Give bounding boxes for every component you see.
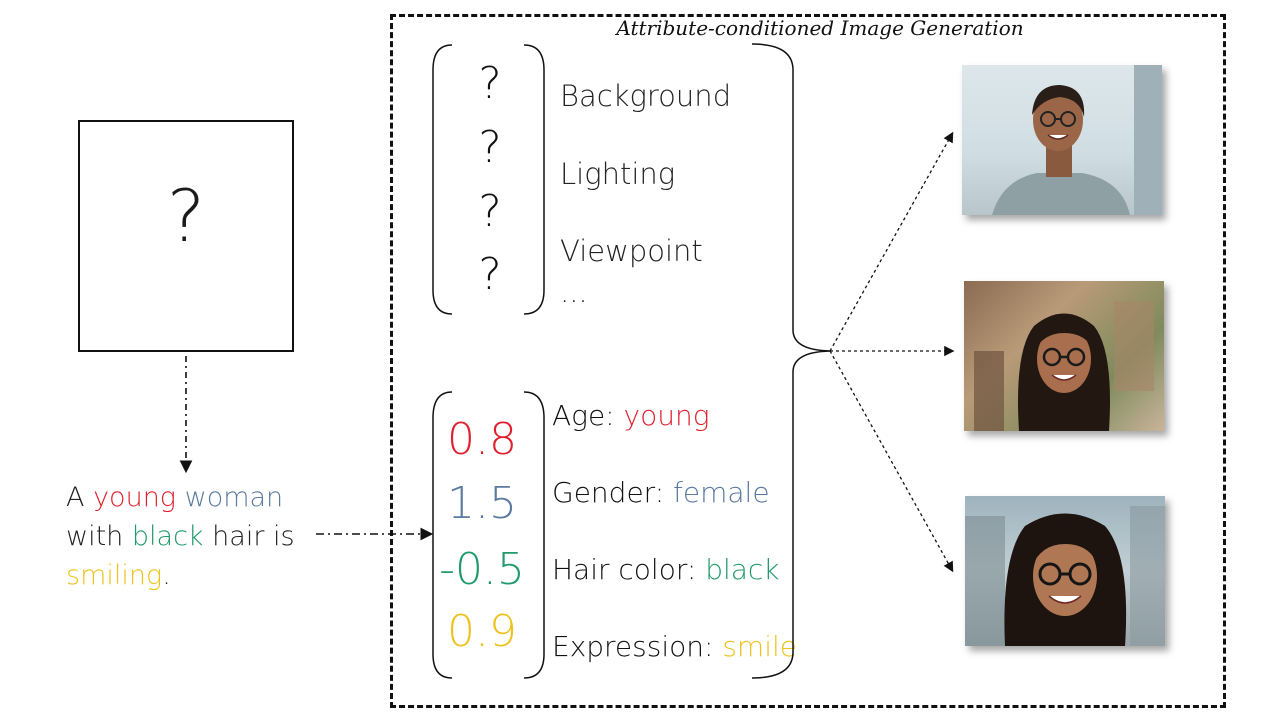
- values-right-paren: [523, 391, 545, 679]
- unknown-image-question-mark: ?: [166, 174, 206, 258]
- attribute-viewpoint: Viewpoint: [560, 234, 703, 268]
- text-caption: A young woman with black hair is smiling.: [66, 478, 326, 595]
- generated-image-3: [965, 496, 1165, 646]
- caption-word-woman: woman: [184, 482, 284, 513]
- unknown-mark-lighting: ?: [478, 122, 502, 173]
- value-gender: 1.5: [447, 478, 517, 529]
- condition-gender-label: Gender:: [552, 476, 674, 509]
- condition-hair-color-label: Hair color:: [552, 553, 706, 586]
- arrow-to-image-1: [829, 131, 954, 352]
- unknown-left-paren: [432, 44, 453, 315]
- unknown-image-box: ?: [78, 120, 294, 352]
- condition-expression-word: smile: [722, 630, 797, 663]
- attribute-background: Background: [560, 79, 732, 113]
- condition-age: Age: young: [552, 402, 710, 430]
- attribute-conditioned-frame: [390, 14, 1226, 708]
- values-left-paren: [432, 391, 453, 679]
- caption-period: .: [162, 560, 171, 591]
- caption-word-black: black: [131, 521, 204, 552]
- condition-hair-color: Hair color: black: [552, 556, 780, 584]
- condition-gender: Gender: female: [552, 479, 770, 507]
- arrow-to-image-3: [829, 350, 954, 573]
- caption-word: with: [66, 521, 124, 552]
- condition-gender-word: female: [673, 476, 770, 509]
- unknown-mark-background: ?: [478, 58, 502, 109]
- condition-expression: Expression: smile: [552, 633, 797, 661]
- frame-title: Attribute-conditioned Image Generation: [616, 16, 1024, 40]
- caption-word-smiling: smiling: [66, 560, 163, 591]
- attribute-lighting: Lighting: [560, 157, 676, 191]
- generated-image-2: [964, 281, 1164, 431]
- caption-word: hair is: [212, 521, 295, 552]
- combine-brace: [751, 43, 831, 679]
- unknown-mark-viewpoint: ?: [478, 186, 502, 237]
- caption-word-young: young: [93, 482, 177, 513]
- condition-hair-color-word: black: [705, 553, 780, 586]
- unknown-right-paren: [523, 44, 545, 315]
- caption-word: A: [66, 482, 85, 513]
- value-hair-color: -0.5: [439, 544, 525, 595]
- unknown-mark-other: ?: [478, 249, 502, 300]
- condition-age-label: Age:: [552, 399, 624, 432]
- condition-expression-label: Expression:: [552, 630, 723, 663]
- value-expression: 0.9: [447, 606, 517, 657]
- value-age: 0.8: [447, 414, 517, 465]
- condition-age-word: young: [623, 399, 710, 432]
- generated-image-1: [962, 65, 1162, 215]
- attribute-ellipsis: ...: [560, 275, 588, 309]
